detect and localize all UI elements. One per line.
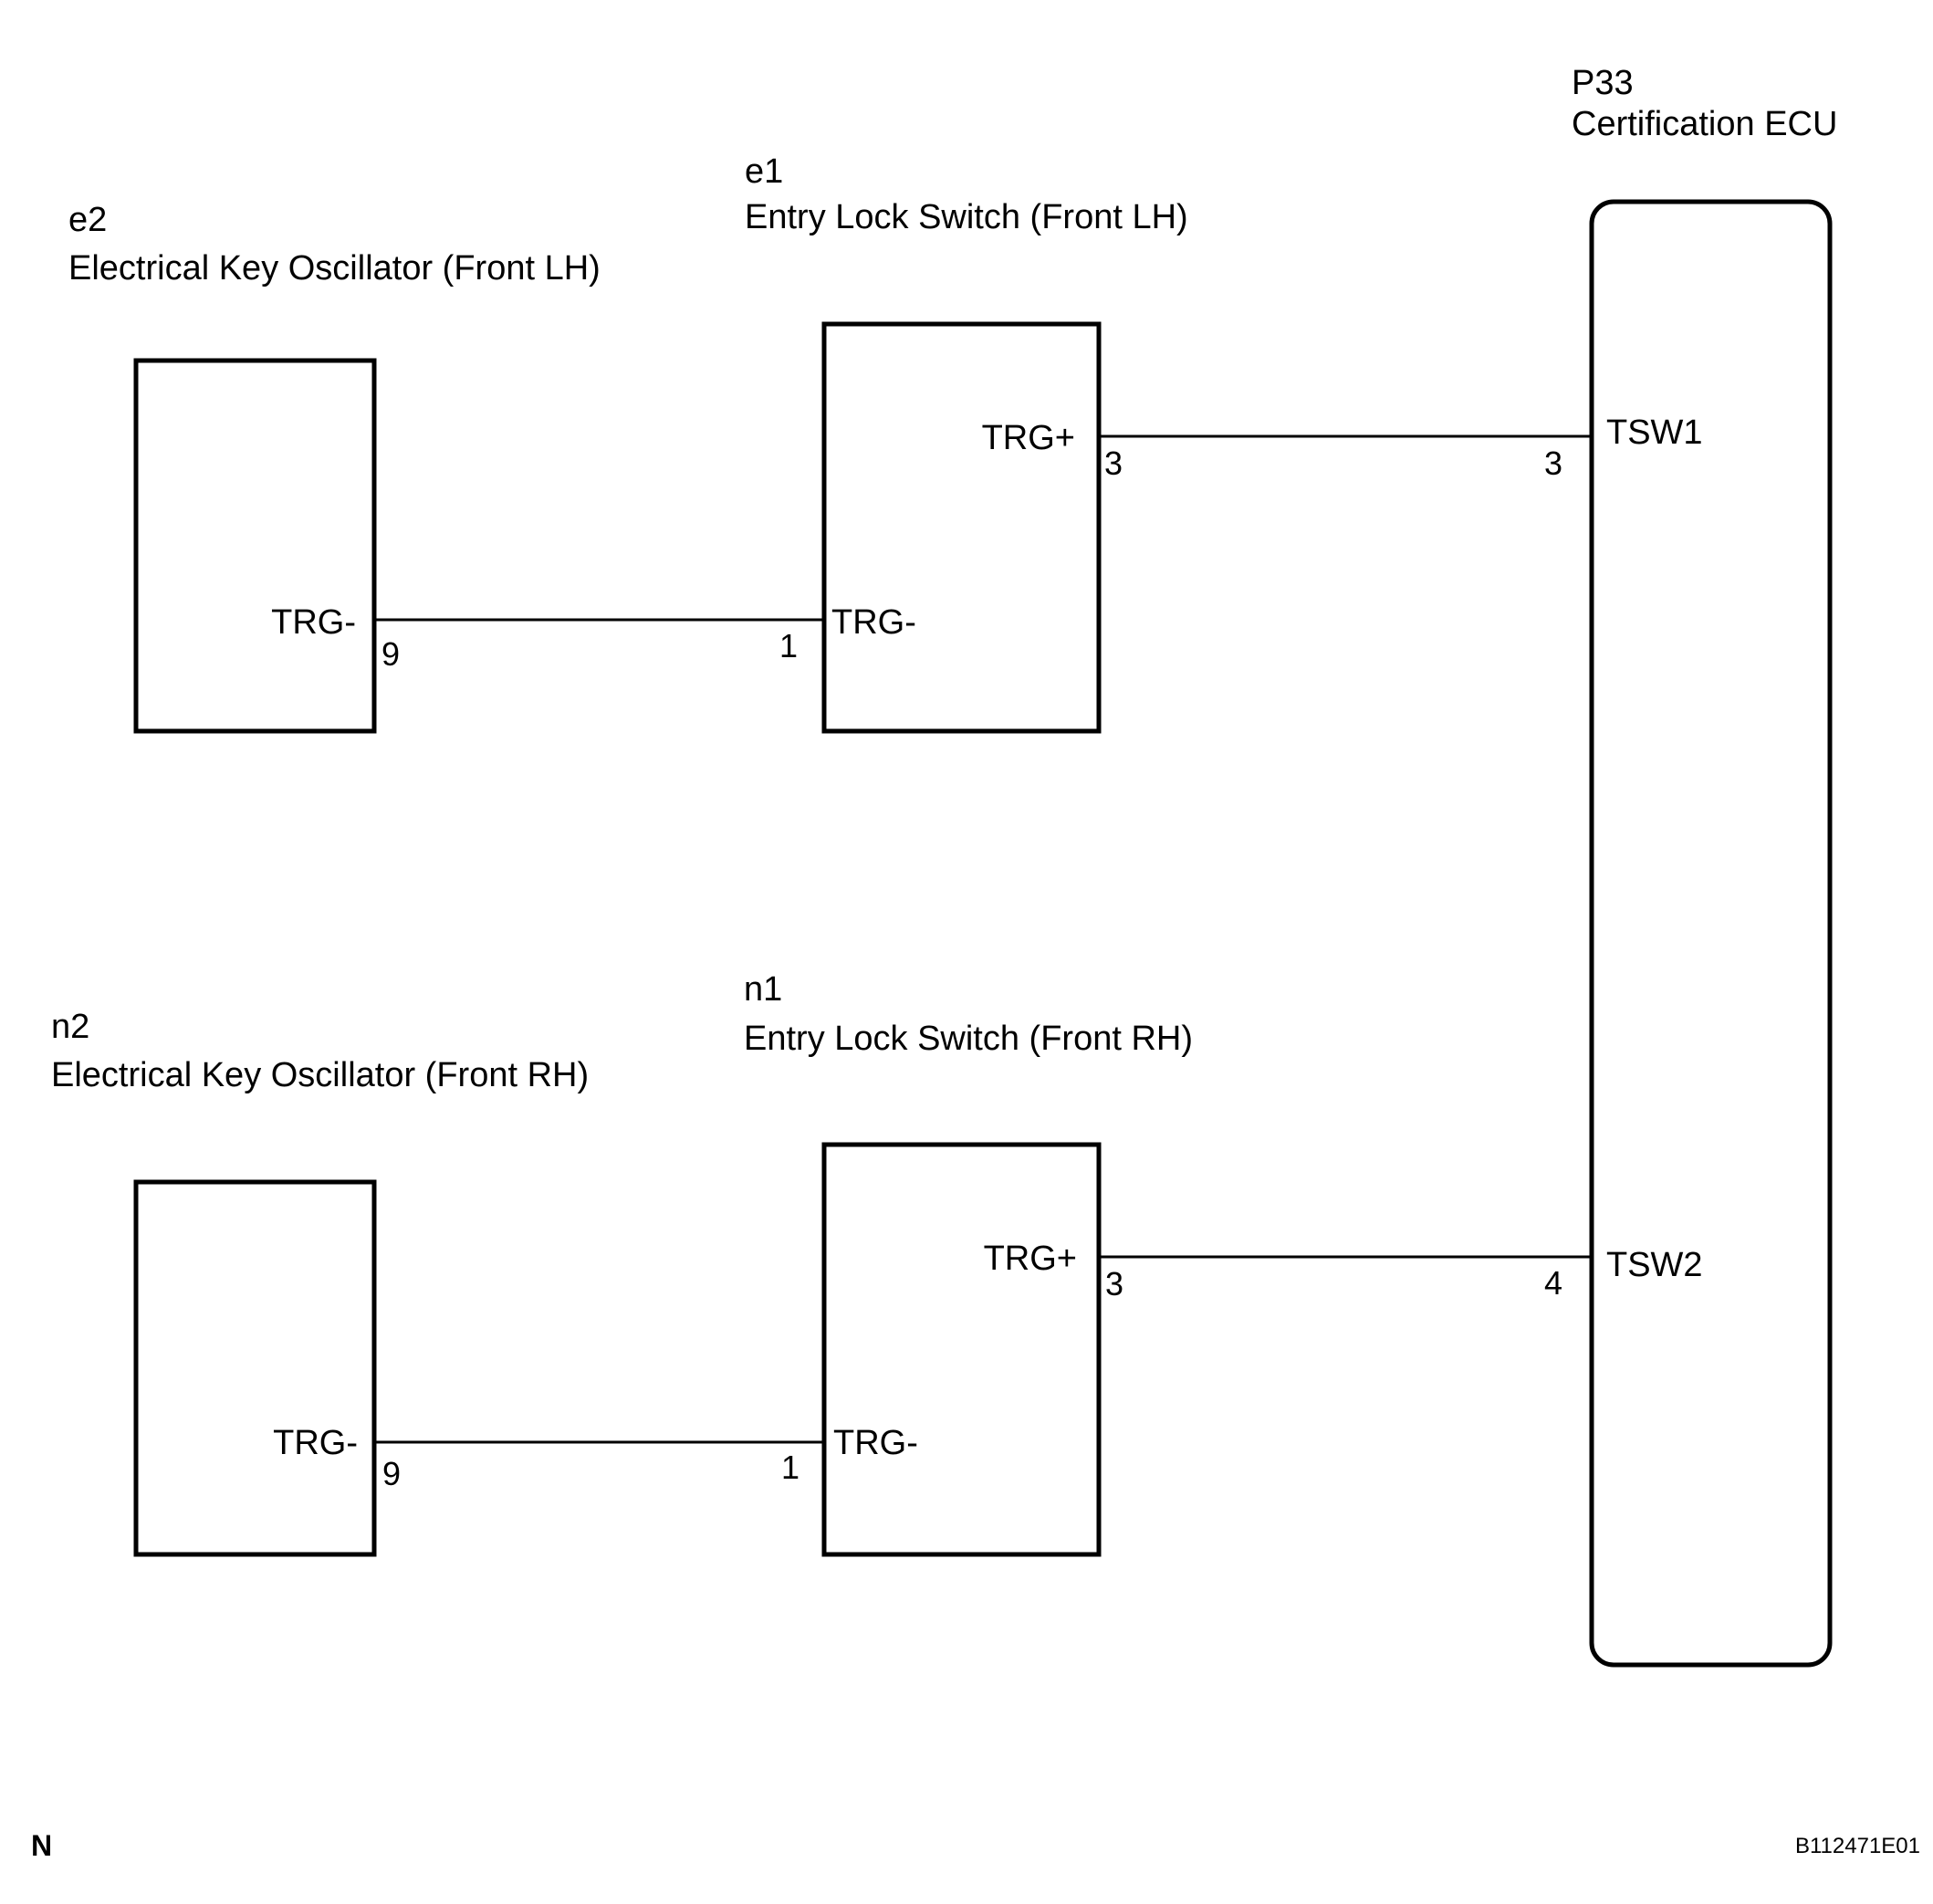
- switch-rh-trg-minus-pin: 1: [781, 1449, 799, 1486]
- switch-lh-code: e1: [745, 152, 783, 191]
- switch-rh-trg-plus-pin: 3: [1105, 1265, 1123, 1302]
- osc-lh-block: [133, 358, 377, 734]
- osc-rh-block: [133, 1179, 377, 1557]
- switch-rh-block: [821, 1142, 1102, 1557]
- switch-lh-trg-minus-pin: 1: [779, 627, 798, 664]
- switch-rh-code: n1: [744, 970, 782, 1009]
- osc-rh-code: n2: [51, 1008, 89, 1046]
- ecu-tsw2-label: TSW2: [1606, 1246, 1703, 1284]
- figure-id: B112471E01: [1795, 1834, 1920, 1858]
- switch-lh-trg-minus-label: TRG-: [831, 603, 916, 642]
- ecu-tsw1-label: TSW1: [1606, 413, 1703, 452]
- ecu-tsw1-pin: 3: [1544, 445, 1562, 482]
- osc-rh-pin: 9: [382, 1455, 401, 1492]
- ecu-code: P33: [1572, 64, 1634, 102]
- switch-rh-trg-minus-label: TRG-: [833, 1424, 918, 1462]
- switch-lh-trg-plus-pin: 3: [1104, 445, 1123, 482]
- switch-lh-name: Entry Lock Switch (Front LH): [745, 198, 1188, 236]
- osc-rh-name: Electrical Key Oscillator (Front RH): [51, 1056, 589, 1094]
- corner-label: N: [31, 1829, 52, 1862]
- ecu-name: Certification ECU: [1572, 105, 1837, 143]
- switch-rh-trg-plus-label: TRG+: [984, 1240, 1077, 1278]
- osc-rh-trg-minus-label: TRG-: [273, 1424, 358, 1462]
- osc-lh-name: Electrical Key Oscillator (Front LH): [68, 249, 601, 288]
- osc-lh-trg-minus-label: TRG-: [271, 603, 356, 642]
- switch-rh-name: Entry Lock Switch (Front RH): [744, 1020, 1193, 1058]
- osc-lh-code: e2: [68, 201, 107, 239]
- switch-lh-block: [821, 321, 1102, 734]
- ecu-block: [1589, 199, 1833, 1668]
- osc-lh-pin: 9: [381, 635, 400, 673]
- ecu-tsw2-pin: 4: [1544, 1264, 1562, 1302]
- switch-lh-trg-plus-label: TRG+: [982, 419, 1075, 457]
